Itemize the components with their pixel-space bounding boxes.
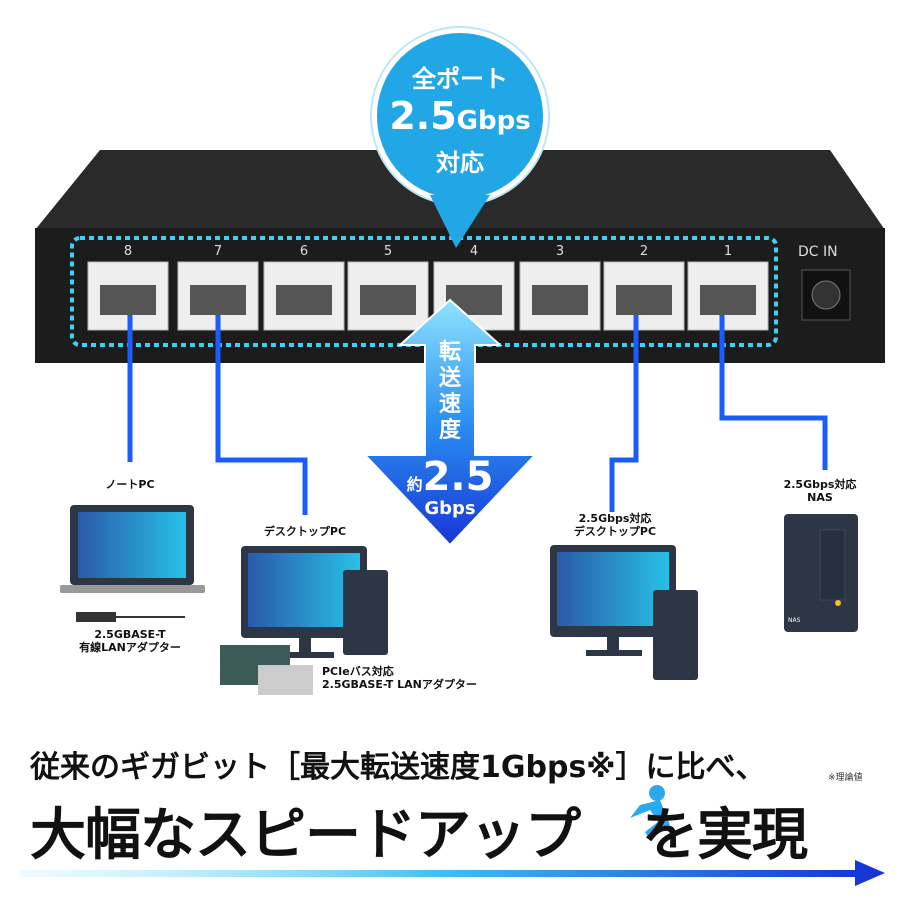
laptop-image: [60, 505, 205, 622]
desktop-25g-title: 2.5Gbps対応 デスクトップPC: [573, 512, 657, 538]
badge-speed: 2.5: [389, 94, 457, 138]
headline-line2: 大幅なスピードアップを実現: [30, 790, 808, 871]
speed-label: 転送速度: [438, 340, 461, 443]
badge-line3: 対応: [436, 149, 484, 177]
footnote: ※理論値: [828, 773, 863, 783]
speed-unit: Gbps: [424, 498, 476, 519]
headline-line2-b: を実現: [642, 803, 808, 868]
badge-line1: 全ポート: [412, 65, 508, 93]
progress-arrow-bar: [20, 870, 860, 877]
cables: [127, 315, 828, 515]
desktop-25g-image: [550, 545, 698, 680]
port-label-8: 8: [123, 244, 133, 259]
port-label-4: 4: [469, 244, 479, 259]
port-label-6: 6: [299, 244, 309, 259]
headline-line2-a: 大幅なスピードアップ: [30, 803, 581, 868]
notebook-adapter-label: 2.5GBASE-T 有線LANアダプター: [79, 628, 181, 654]
badge-unit: Gbps: [456, 106, 531, 136]
double-arrow: [362, 298, 538, 547]
port-label-7: 7: [213, 244, 223, 259]
speed-value: 2.5: [422, 454, 494, 500]
port-label-5: 5: [383, 244, 393, 259]
all-ports-badge: 全ポート 2.5Gbps 対応: [372, 28, 548, 204]
notebook-title: ノートPC: [105, 478, 155, 491]
port-label-2: 2: [639, 244, 649, 259]
port-label-1: 1: [723, 244, 733, 259]
speed-prefix: 約: [406, 475, 423, 494]
port-label-3: 3: [555, 244, 565, 259]
runner-icon: [630, 785, 670, 840]
network-switch: [35, 150, 885, 363]
desktop-title: デスクトップPC: [263, 525, 347, 538]
nas-badge: NAS: [788, 617, 801, 624]
nas-image: [784, 514, 858, 632]
desktop-image: [220, 546, 388, 695]
desktop-adapter-label: PCIeバス対応 2.5GBASE-T LANアダプター: [322, 665, 477, 691]
dc-in-label: DC IN: [798, 244, 838, 260]
headline-line1: 従来のギガビット［最大転送速度1Gbps※］に比べ、: [30, 750, 766, 785]
nas-title: 2.5Gbps対応 NAS: [783, 478, 857, 504]
